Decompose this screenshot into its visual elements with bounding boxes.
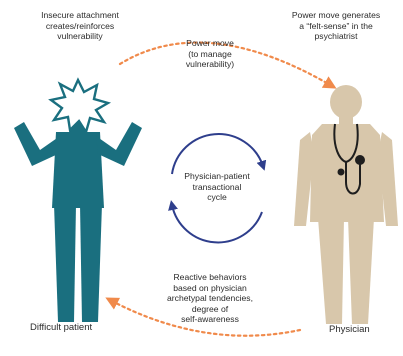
label-transactional-cycle: Physician-patient transactional cycle [184, 171, 250, 202]
doctor-figure-icon [294, 85, 398, 324]
stethoscope-icon [333, 123, 365, 195]
label-insecure-attachment: Insecure attachment creates/reinforces v… [41, 10, 119, 41]
power-move-arrow [118, 41, 337, 89]
cycle-arrow-lower [168, 200, 263, 244]
caption-physician: Physician [329, 324, 370, 335]
label-power-move: Power move (to manage vulnerability) [185, 38, 235, 69]
reactive-behaviors-arrow [105, 297, 302, 337]
caption-difficult-patient: Difficult patient [30, 322, 93, 333]
label-felt-sense: Power move generates a “felt-sense” in t… [291, 10, 381, 41]
patient-figure-icon [14, 118, 142, 322]
burst-icon [48, 77, 112, 135]
label-reactive-behaviors: Reactive behaviors based on physician ar… [167, 272, 253, 324]
cycle-arrow-upper [171, 133, 267, 175]
